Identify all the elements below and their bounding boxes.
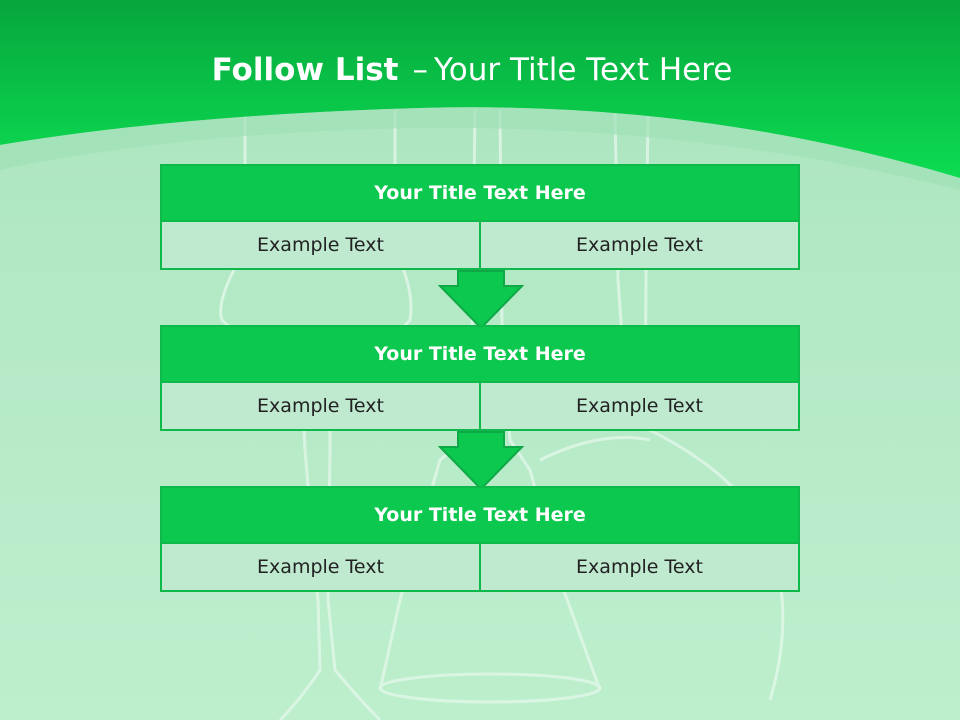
block-cell-left: Example Text: [162, 222, 479, 268]
block-title: Your Title Text Here: [162, 327, 798, 383]
block-cell-left: Example Text: [162, 383, 479, 429]
follow-block-1: Your Title Text Here Example Text Exampl…: [160, 164, 800, 270]
block-cell-left: Example Text: [162, 544, 479, 590]
header-band: [0, 0, 960, 190]
block-title: Your Title Text Here: [162, 166, 798, 222]
block-cell-right: Example Text: [479, 222, 798, 268]
slide-title: Follow List–Your Title Text Here: [0, 52, 944, 88]
follow-block-2: Your Title Text Here Example Text Exampl…: [160, 325, 800, 431]
block-title: Your Title Text Here: [162, 488, 798, 544]
title-bold: Follow List: [211, 52, 399, 88]
down-arrow-icon: [438, 270, 524, 330]
block-cell-right: Example Text: [479, 544, 798, 590]
block-row: Example Text Example Text: [162, 222, 798, 268]
follow-block-3: Your Title Text Here Example Text Exampl…: [160, 486, 800, 592]
title-rest: Your Title Text Here: [433, 52, 733, 88]
block-row: Example Text Example Text: [162, 383, 798, 429]
block-cell-right: Example Text: [479, 383, 798, 429]
title-separator: –: [412, 52, 428, 88]
block-row: Example Text Example Text: [162, 544, 798, 590]
down-arrow-icon: [438, 431, 524, 491]
